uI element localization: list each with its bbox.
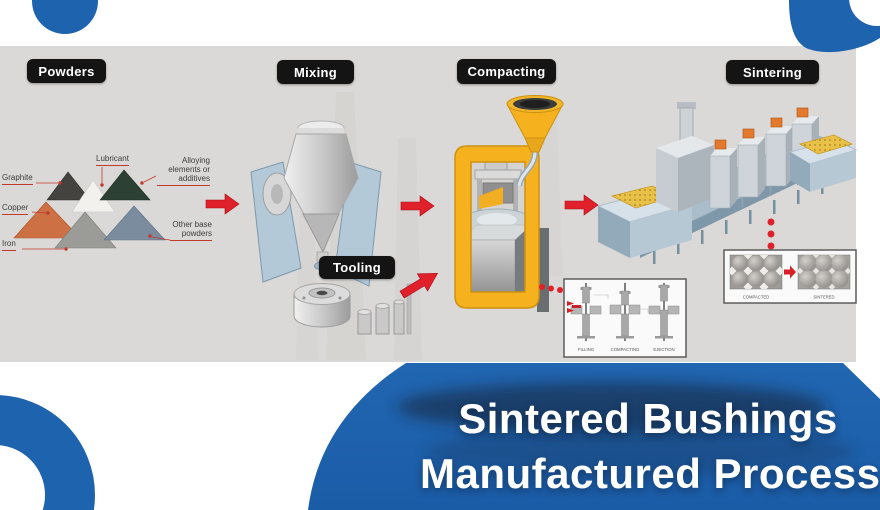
graphite-pile <box>46 171 91 201</box>
title-banner <box>308 363 880 510</box>
top-left-circle-decoration <box>32 0 98 34</box>
powder-label-graphite: Graphite <box>2 173 33 185</box>
powder-label-copper: Copper <box>2 203 29 215</box>
stage-label-powders: Powders <box>27 59 106 83</box>
die-bore <box>316 290 328 296</box>
inset-pressing-stages: FILLING COMPACTING EJECTION <box>563 278 687 358</box>
punches <box>357 283 412 335</box>
powder-label-lubricant: Lubricant <box>96 154 129 166</box>
microstructure-label-before: COMPACTED <box>743 295 769 300</box>
stage-label-tooling: Tooling <box>319 256 395 279</box>
compacting-press <box>454 95 564 312</box>
furnace-chimney-cap <box>677 102 696 109</box>
stage-label-compacting: Compacting <box>457 59 556 84</box>
powder-leader-lines <box>22 167 171 251</box>
bottom-left-ring-decoration <box>0 395 95 510</box>
mixer-cone <box>302 213 340 254</box>
pressing-step-label-3: EJECTION <box>653 347 674 352</box>
powder-label-other: Other base powders <box>170 220 212 241</box>
page-title-line1: Sintered Bushings <box>458 395 838 442</box>
pressing-step-label-1: FILLING <box>578 347 595 352</box>
copper-pile <box>13 201 81 239</box>
arrow-mixing-to-compacting <box>400 195 435 217</box>
other-powder-pile <box>103 205 166 241</box>
alloying-pile <box>99 169 151 201</box>
iron-pile <box>54 211 117 249</box>
stage-label-mixing: Mixing <box>277 60 354 84</box>
core-rod <box>406 283 412 335</box>
furnace-entry-module <box>656 136 714 158</box>
powder-label-alloying: Alloying elements or additives <box>157 156 210 186</box>
process-arrows <box>205 193 599 299</box>
page-title-line2: Manufactured Process <box>420 450 880 497</box>
sintered-particles <box>798 255 850 289</box>
arrow-compacting-to-sintering <box>564 194 599 216</box>
stage-label-sintering: Sintering <box>726 60 819 84</box>
arrow-tooling-to-press <box>399 272 439 299</box>
pressing-step-label-2: COMPACTING <box>611 347 640 352</box>
microstructure-arrow <box>784 265 796 279</box>
powder-piles <box>13 167 171 251</box>
mixing-machine <box>250 120 382 287</box>
dotted-connectors <box>539 218 775 293</box>
press-feed-tube <box>517 151 537 187</box>
press-powder-chute <box>479 187 503 209</box>
tooling-dies <box>293 283 412 335</box>
inset-microstructure: COMPACTED SINTERED <box>723 249 857 304</box>
arrow-powders-to-mixing <box>205 193 240 215</box>
exit-tray <box>798 134 854 155</box>
microstructure-label-after: SINTERED <box>813 295 834 300</box>
sintering-furnace <box>596 102 858 264</box>
top-right-blob-decoration <box>789 0 880 53</box>
compacted-particles <box>730 255 782 289</box>
powder-label-iron: Iron <box>2 239 16 251</box>
